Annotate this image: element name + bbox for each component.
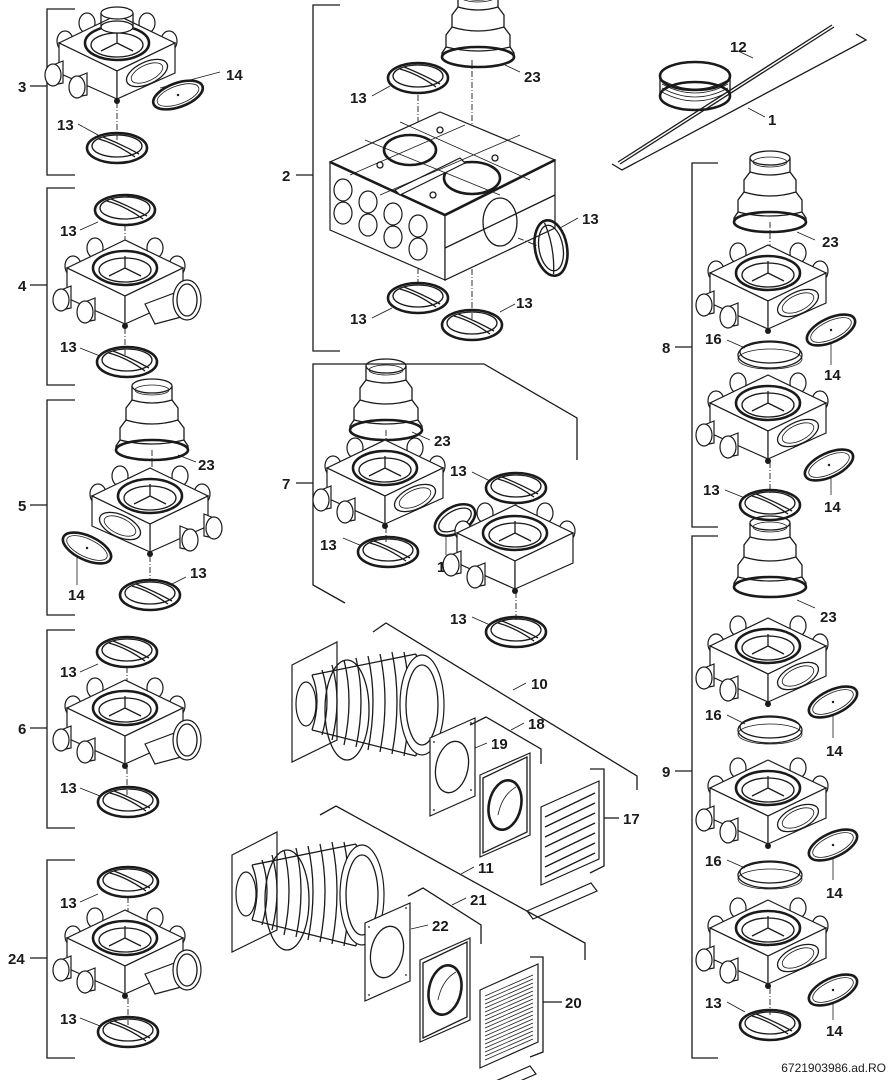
louvre-17 [526,780,600,920]
label-20: 20 [565,995,582,1012]
assembly-10: 10 19 18 17 [291,622,640,920]
assembly-5: 5 23 14 13 [18,377,222,616]
label-13: 13 [60,1011,77,1028]
label-13: 13 [320,537,337,554]
bracket-10 [372,622,638,790]
label-10: 10 [531,676,548,693]
label-9: 9 [662,764,670,781]
label-13: 13 [703,482,720,499]
label-13: 13 [450,611,467,628]
label-13: 13 [60,895,77,912]
assembly-3: 3 14 13 [18,6,243,176]
label-24: 24 [8,951,25,968]
label-23: 23 [822,234,839,251]
label-14: 14 [824,499,841,516]
label-3: 3 [18,79,26,96]
label-13: 13 [60,339,77,356]
plate-21 [418,936,472,1044]
label-16: 16 [705,853,722,870]
label-7: 7 [282,476,290,493]
label-13: 13 [190,565,207,582]
label-14: 14 [826,743,843,760]
bracket-2 [312,4,340,352]
label-14: 14 [226,67,243,84]
label-2: 2 [282,168,290,185]
label-13: 13 [450,463,467,480]
assembly-24: 24 13 13 [8,859,201,1059]
cable-coil [658,60,732,112]
label-19: 19 [491,736,508,753]
label-5: 5 [18,498,26,515]
label-16: 16 [705,331,722,348]
assembly-1: 12 1 [611,24,868,171]
label-18: 18 [528,716,545,733]
plenum-body [328,111,557,281]
label-14: 14 [68,587,85,604]
bracket-6 [46,629,75,829]
label-1: 1 [768,112,776,129]
wall-sleeve-10 [291,641,445,763]
bracket-24 [46,859,75,1059]
assembly-11: 11 22 21 20 [231,805,586,1080]
label-17: 17 [623,811,640,828]
bracket-18 [469,716,542,764]
bracket-11 [319,805,586,960]
bracket-21 [407,887,482,944]
assembly-9: 9 23 14 16 14 16 14 13 [662,514,863,1059]
label-23: 23 [434,433,451,450]
bracket-1 [611,33,868,171]
label-13: 13 [60,223,77,240]
label-13: 13 [60,780,77,797]
assembly-7: 7 23 13 15 13 13 [282,357,578,649]
wall-sleeve-11 [231,831,385,953]
label-14: 14 [826,885,843,902]
assembly-4: 4 13 13 [18,187,201,386]
label-23: 23 [198,457,215,474]
label-6: 6 [18,721,26,738]
bracket-20 [529,956,544,1058]
label-11: 11 [478,860,494,877]
assembly-6: 6 13 13 [18,629,201,829]
label-22: 22 [432,918,449,935]
bracket-9 [691,535,718,1059]
assembly-2: 2 23 13 [282,0,599,352]
bracket-8 [691,162,718,528]
label-4: 4 [18,278,27,295]
bracket-4 [46,187,75,386]
grille-20 [465,963,539,1080]
bracket-7 [312,363,346,604]
label-13: 13 [60,664,77,681]
label-14: 14 [826,1023,843,1040]
label-12: 12 [730,39,747,56]
plate-18 [478,751,532,859]
label-14: 14 [824,367,841,384]
label-23: 23 [524,69,541,86]
label-13: 13 [582,211,599,228]
label-13: 13 [350,90,367,107]
label-13: 13 [705,995,722,1012]
label-21: 21 [470,892,487,909]
label-13: 13 [350,311,367,328]
drawing-code: 6721903986.ad.RO [781,1061,886,1075]
bracket-3 [46,8,75,176]
label-13: 13 [516,295,533,312]
label-16: 16 [705,707,722,724]
label-23: 23 [820,609,837,626]
assembly-8: 8 23 14 16 14 13 [662,149,861,528]
label-13: 13 [57,117,74,134]
bracket-5 [46,399,75,616]
label-8: 8 [662,340,670,357]
